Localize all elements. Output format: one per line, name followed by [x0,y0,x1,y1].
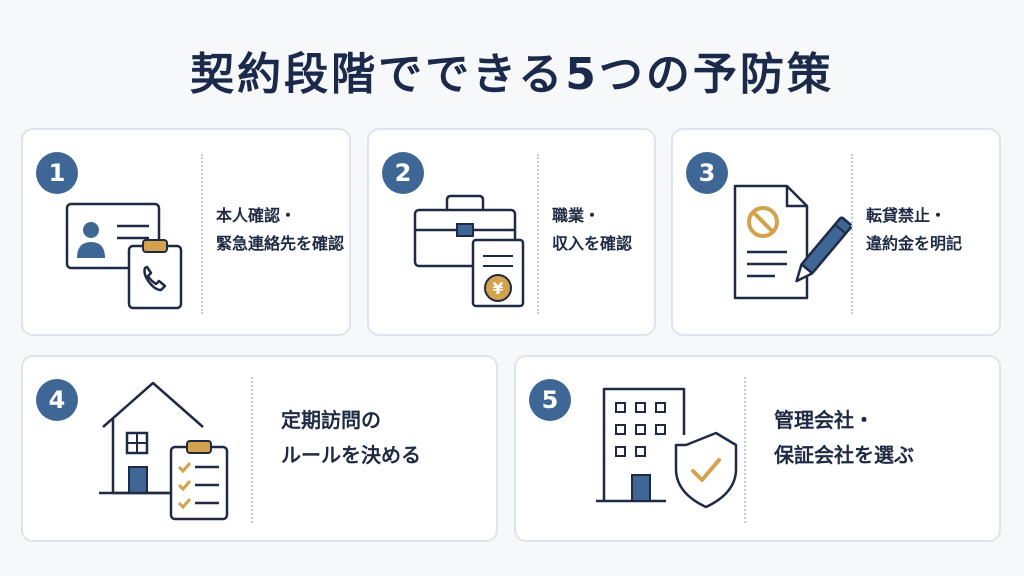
card-5: 5 管理会社・ 保証会社を選ぶ [514,355,1001,542]
card-number-badge: 1 [36,152,78,194]
card-number-badge: 4 [36,379,78,421]
id-card-and-phone-clipboard-icon [65,202,183,310]
briefcase-and-yen-document-icon: ¥ [413,194,525,308]
card-3: 3 転貸禁止・ 違約金を明記 [671,128,1001,336]
card-divider [251,377,253,523]
card-text-line: 転貸禁止・ [866,206,947,225]
card-text: 転貸禁止・ 違約金を明記 [866,202,962,258]
card-divider [744,377,746,523]
card-text-line: 緊急連絡先を確認 [216,234,345,253]
card-divider [201,154,203,314]
svg-text:¥: ¥ [492,279,503,298]
prohibited-document-and-pen-icon [733,184,853,300]
card-text: 定期訪問の ルールを決める [281,403,421,473]
card-number-badge: 3 [686,152,728,194]
building-and-shield-icon [596,387,738,509]
card-text: 本人確認・ 緊急連絡先を確認 [216,202,344,258]
card-text: 職業・ 収入を確認 [552,202,632,258]
card-text-line: 収入を確認 [552,234,633,253]
card-text-line: 定期訪問の [281,408,381,432]
card-text: 管理会社・ 保証会社を選ぶ [774,403,914,473]
page-title: 契約段階でできる5つの予防策 [190,49,834,100]
card-text-line: 保証会社を選ぶ [774,443,914,467]
card-1: 1 本人確認・ 緊急連絡先を確認 [21,128,351,336]
card-2: 2 ¥ 職業・ 収入を確認 [367,128,656,336]
card-4: 4 定期訪問の ルールを決める [21,355,498,542]
card-divider [851,154,853,314]
card-number-badge: 2 [382,152,424,194]
card-text-line: ルールを決める [281,443,421,467]
house-and-checklist-icon [99,381,229,521]
card-divider [537,154,539,314]
card-number-badge: 5 [529,379,571,421]
card-text-line: 管理会社・ [774,408,874,432]
card-text-line: 職業・ [552,206,601,225]
card-text-line: 本人確認・ [216,206,297,225]
card-text-line: 違約金を明記 [866,234,963,253]
